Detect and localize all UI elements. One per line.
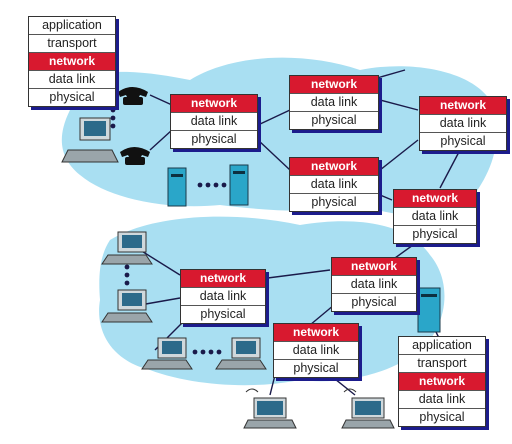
layer-physical: physical [412,227,458,241]
protocol-stack-host-top: application transport network data link … [28,16,116,107]
link [329,374,356,396]
layer-data-link: data link [274,342,358,360]
protocol-stack-host-bottom: application transport network data link … [398,336,486,427]
link [139,249,181,276]
layer-physical: physical [351,295,397,309]
layer-data-link: data link [332,276,416,294]
layer-data-link: data link [29,71,115,89]
computer-icon [101,289,153,323]
link [269,374,276,396]
link [379,194,393,201]
layer-physical: physical [200,307,246,321]
computer-icon [61,117,119,163]
computer-icon [101,231,153,265]
layer-transport: transport [399,355,485,373]
layer-data-link: data link [290,176,378,194]
link [257,139,291,171]
layer-network: network [290,76,378,94]
link [139,297,181,306]
protocol-stack-router-f: network data link physical [331,257,417,312]
protocol-stack-router-g: network data link physical [180,269,266,324]
layer-data-link: data link [181,288,265,306]
layer-network: network [420,97,506,115]
layer-physical: physical [293,361,339,375]
layer-physical: physical [311,195,357,209]
telephone-icon [118,87,148,105]
layer-data-link: data link [399,391,485,409]
link [439,149,461,189]
layer-physical: physical [419,410,465,424]
layer-application: application [29,17,115,35]
layer-data-link: data link [394,208,476,226]
protocol-stack-router-e: network data link physical [393,189,477,244]
server-icon [229,164,249,206]
protocol-stack-router-c: network data link physical [419,96,507,151]
layer-data-link: data link [290,94,378,112]
link [149,129,173,151]
protocol-stack-router-h: network data link physical [273,323,359,378]
protocol-stack-router-b: network data link physical [289,75,379,130]
link [149,94,173,106]
layer-network: network [29,53,115,71]
layer-network: network [181,270,265,288]
layer-data-link: data link [171,113,257,131]
layer-data-link: data link [420,115,506,133]
link [379,99,419,111]
server-icon [417,287,441,333]
layer-physical: physical [440,134,486,148]
layer-application: application [399,337,485,355]
protocol-stack-router-a: network data link physical [170,94,258,149]
layer-network: network [171,95,257,113]
layer-physical: physical [191,132,237,146]
computer-icon [141,337,193,370]
telephone-icon [120,147,150,165]
computer-icon [215,337,267,370]
layer-network: network [394,190,476,208]
laptop-icon [341,388,395,429]
server-icon [167,167,187,207]
protocol-stack-router-d: network data link physical [289,157,379,212]
layer-network: network [274,324,358,342]
layer-network: network [332,258,416,276]
layer-network: network [290,158,378,176]
link [257,109,291,126]
layer-transport: transport [29,35,115,53]
layer-physical: physical [311,113,357,127]
laptop-icon [243,388,297,429]
layer-network: network [399,373,485,391]
link [379,139,419,171]
layer-physical: physical [49,90,95,104]
